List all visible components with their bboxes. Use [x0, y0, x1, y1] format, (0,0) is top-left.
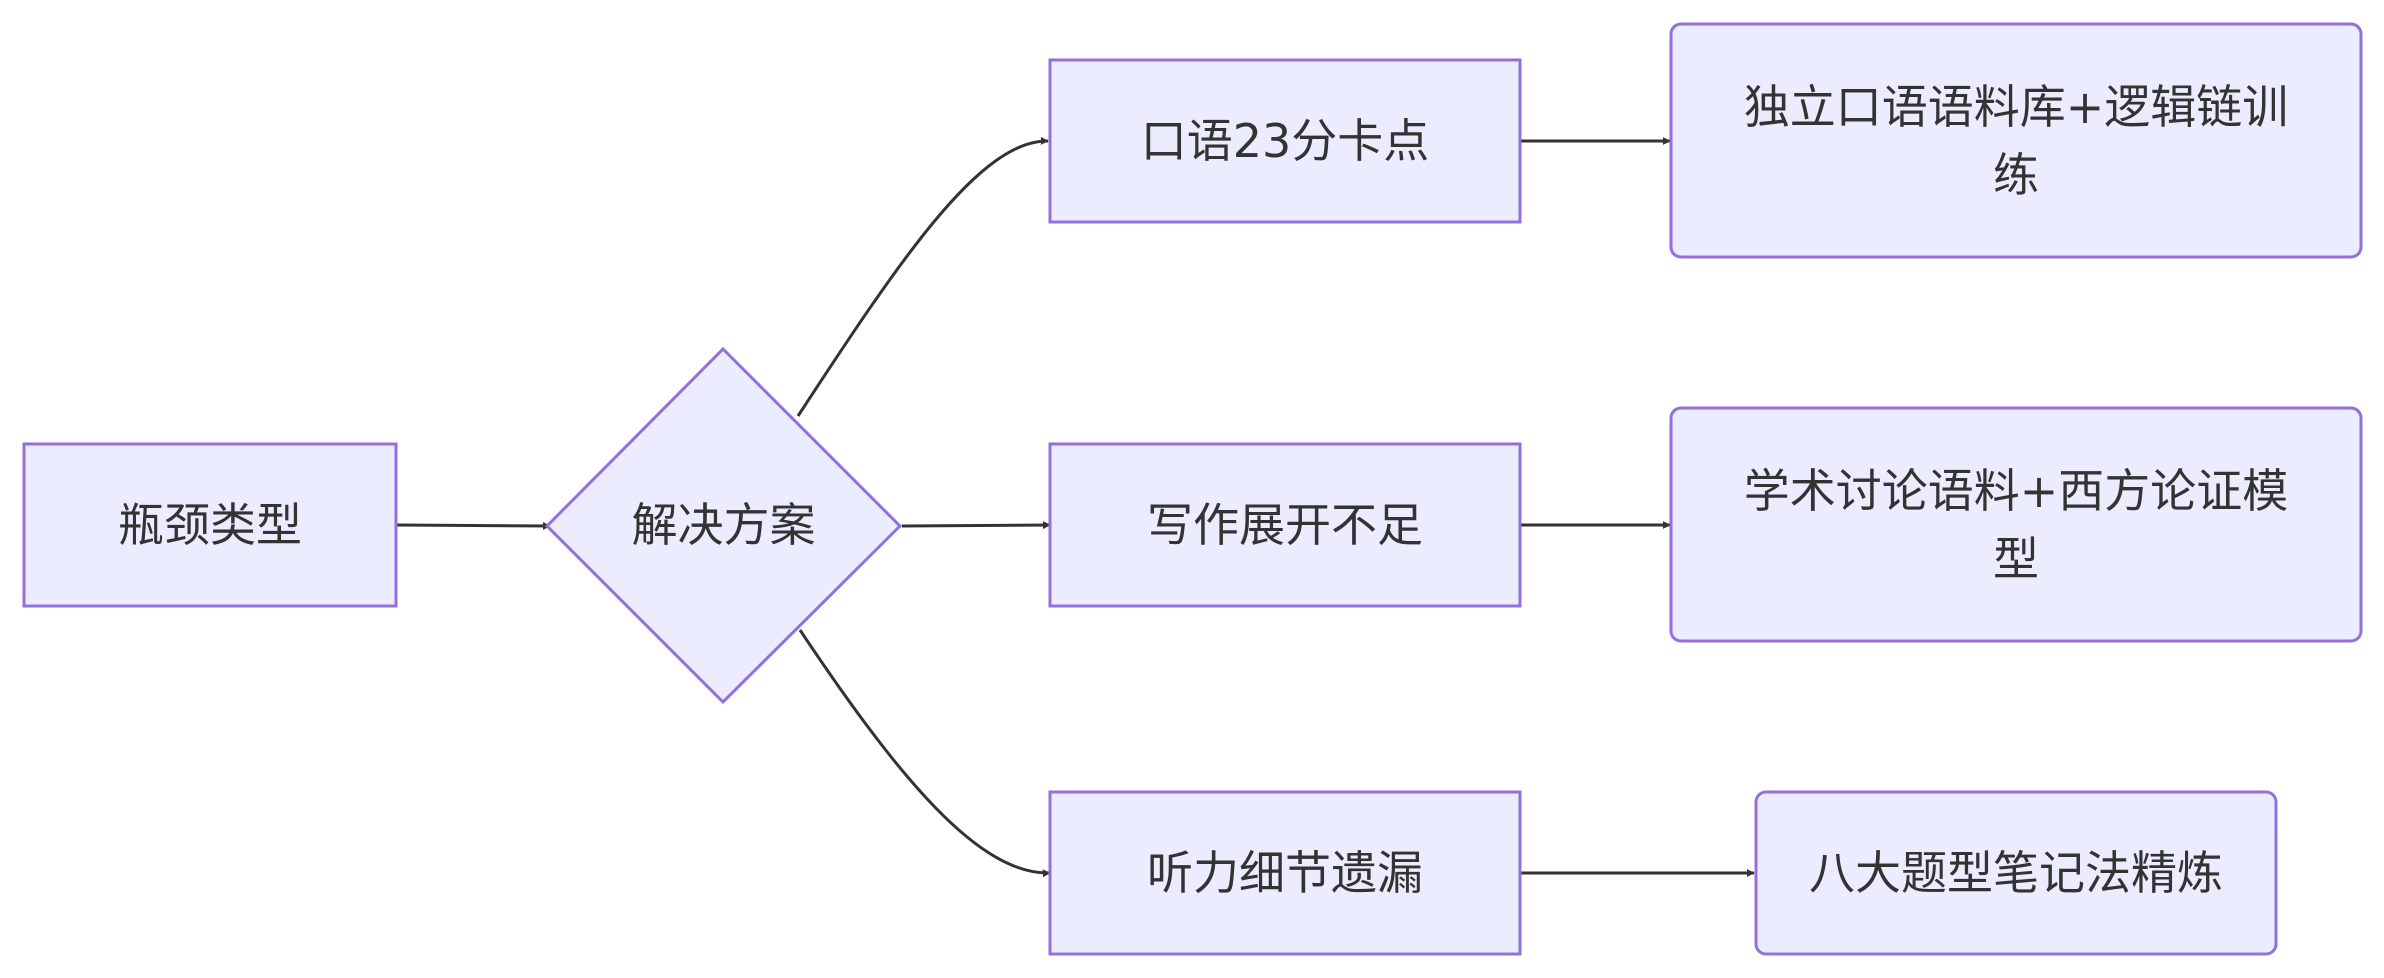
node-listening-box: [1048, 790, 1522, 956]
label-speaking-solution: 独立口语语料库+逻辑链训练: [1743, 79, 2289, 202]
node-writing-box: [1048, 442, 1522, 608]
label-writing-bottleneck: 写作展开不足: [1147, 498, 1423, 552]
edge-decision-to-listening: [798, 629, 1051, 878]
label-solution-decision: 解决方案: [631, 498, 816, 552]
node-listening-solution-box: [1754, 790, 2278, 956]
label-bottleneck-type: 瓶颈类型: [118, 498, 302, 552]
node-writing-solution-box: [1669, 406, 2363, 643]
label-speaking-bottleneck: 口语23分卡点: [1140, 114, 1430, 168]
node-decision-diamond: [544, 346, 903, 705]
node-speaking-solution-box: [1669, 22, 2363, 259]
edge-decision-to-speaking: [796, 136, 1049, 417]
edge-bottleneck-to-decision: [396, 521, 551, 530]
node-speaking-box: [1048, 58, 1522, 224]
label-listening-solution: 八大题型笔记法精炼: [1809, 846, 2223, 900]
label-listening-bottleneck: 听力细节遗漏: [1147, 846, 1423, 900]
label-writing-solution: 学术讨论语料+西方论证模型: [1743, 463, 2289, 586]
node-bottleneck-box: [22, 442, 398, 608]
edge-decision-to-writing: [901, 521, 1051, 530]
